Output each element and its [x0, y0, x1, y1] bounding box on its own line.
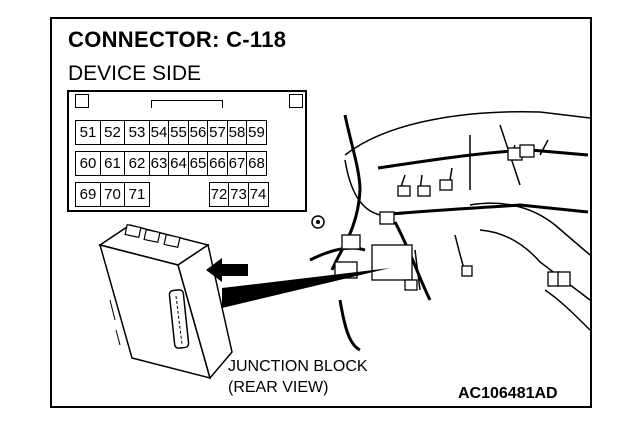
latch-center — [151, 100, 223, 108]
pin-51: 51 — [75, 120, 101, 145]
pin-60: 60 — [75, 151, 101, 176]
caption-line-1: JUNCTION BLOCK — [228, 358, 368, 375]
wiring-harness — [309, 114, 589, 352]
pin-69: 69 — [75, 182, 101, 207]
pin-56: 56 — [187, 120, 209, 145]
pin-59: 59 — [246, 120, 267, 145]
dashboard-outline — [344, 111, 591, 331]
connector-title: CONNECTOR: C-118 — [68, 27, 287, 52]
pin-66: 66 — [207, 151, 228, 176]
pin-row-2: 60 61 62 63 64 65 66 67 68 — [75, 151, 267, 176]
connector-latch-row — [75, 94, 303, 108]
pin-64: 64 — [168, 151, 189, 176]
pin-70: 70 — [99, 182, 126, 207]
harness-connectors — [334, 144, 571, 291]
caption-line-2: (REAR VIEW) — [228, 379, 329, 396]
pin-55: 55 — [168, 120, 189, 145]
device-side-label: DEVICE SIDE — [68, 62, 202, 85]
figure-code: AC106481AD — [458, 385, 558, 402]
junction-block — [98, 223, 233, 380]
pin-row-3: 69 70 71 72 73 74 — [75, 182, 269, 207]
pin-57: 57 — [207, 120, 228, 145]
pin-row-1: 51 52 53 54 55 56 57 58 59 — [75, 120, 267, 145]
pointer-wedge — [222, 268, 390, 308]
pin-54: 54 — [148, 120, 170, 145]
grommet — [311, 215, 325, 229]
arrow-icon — [206, 258, 248, 282]
pin-74: 74 — [247, 182, 269, 207]
latch-right — [289, 94, 303, 108]
pin-68: 68 — [246, 151, 267, 176]
pin-58: 58 — [226, 120, 248, 145]
grommet-center — [316, 220, 320, 224]
latch-left — [75, 94, 89, 108]
pin-72: 72 — [208, 182, 230, 207]
pin-61: 61 — [99, 151, 126, 176]
pin-65: 65 — [187, 151, 209, 176]
pin-52: 52 — [99, 120, 126, 145]
pin-73: 73 — [228, 182, 249, 207]
connector-face: 51 52 53 54 55 56 57 58 59 60 61 62 63 6… — [67, 90, 307, 212]
pin-71: 71 — [124, 182, 150, 207]
pin-gap — [149, 182, 209, 207]
junction-block-caption: JUNCTION BLOCK (REAR VIEW) — [228, 356, 368, 398]
pin-62: 62 — [124, 151, 150, 176]
pin-67: 67 — [226, 151, 248, 176]
pin-63: 63 — [148, 151, 170, 176]
figure-frame — [50, 17, 592, 408]
pin-53: 53 — [124, 120, 150, 145]
